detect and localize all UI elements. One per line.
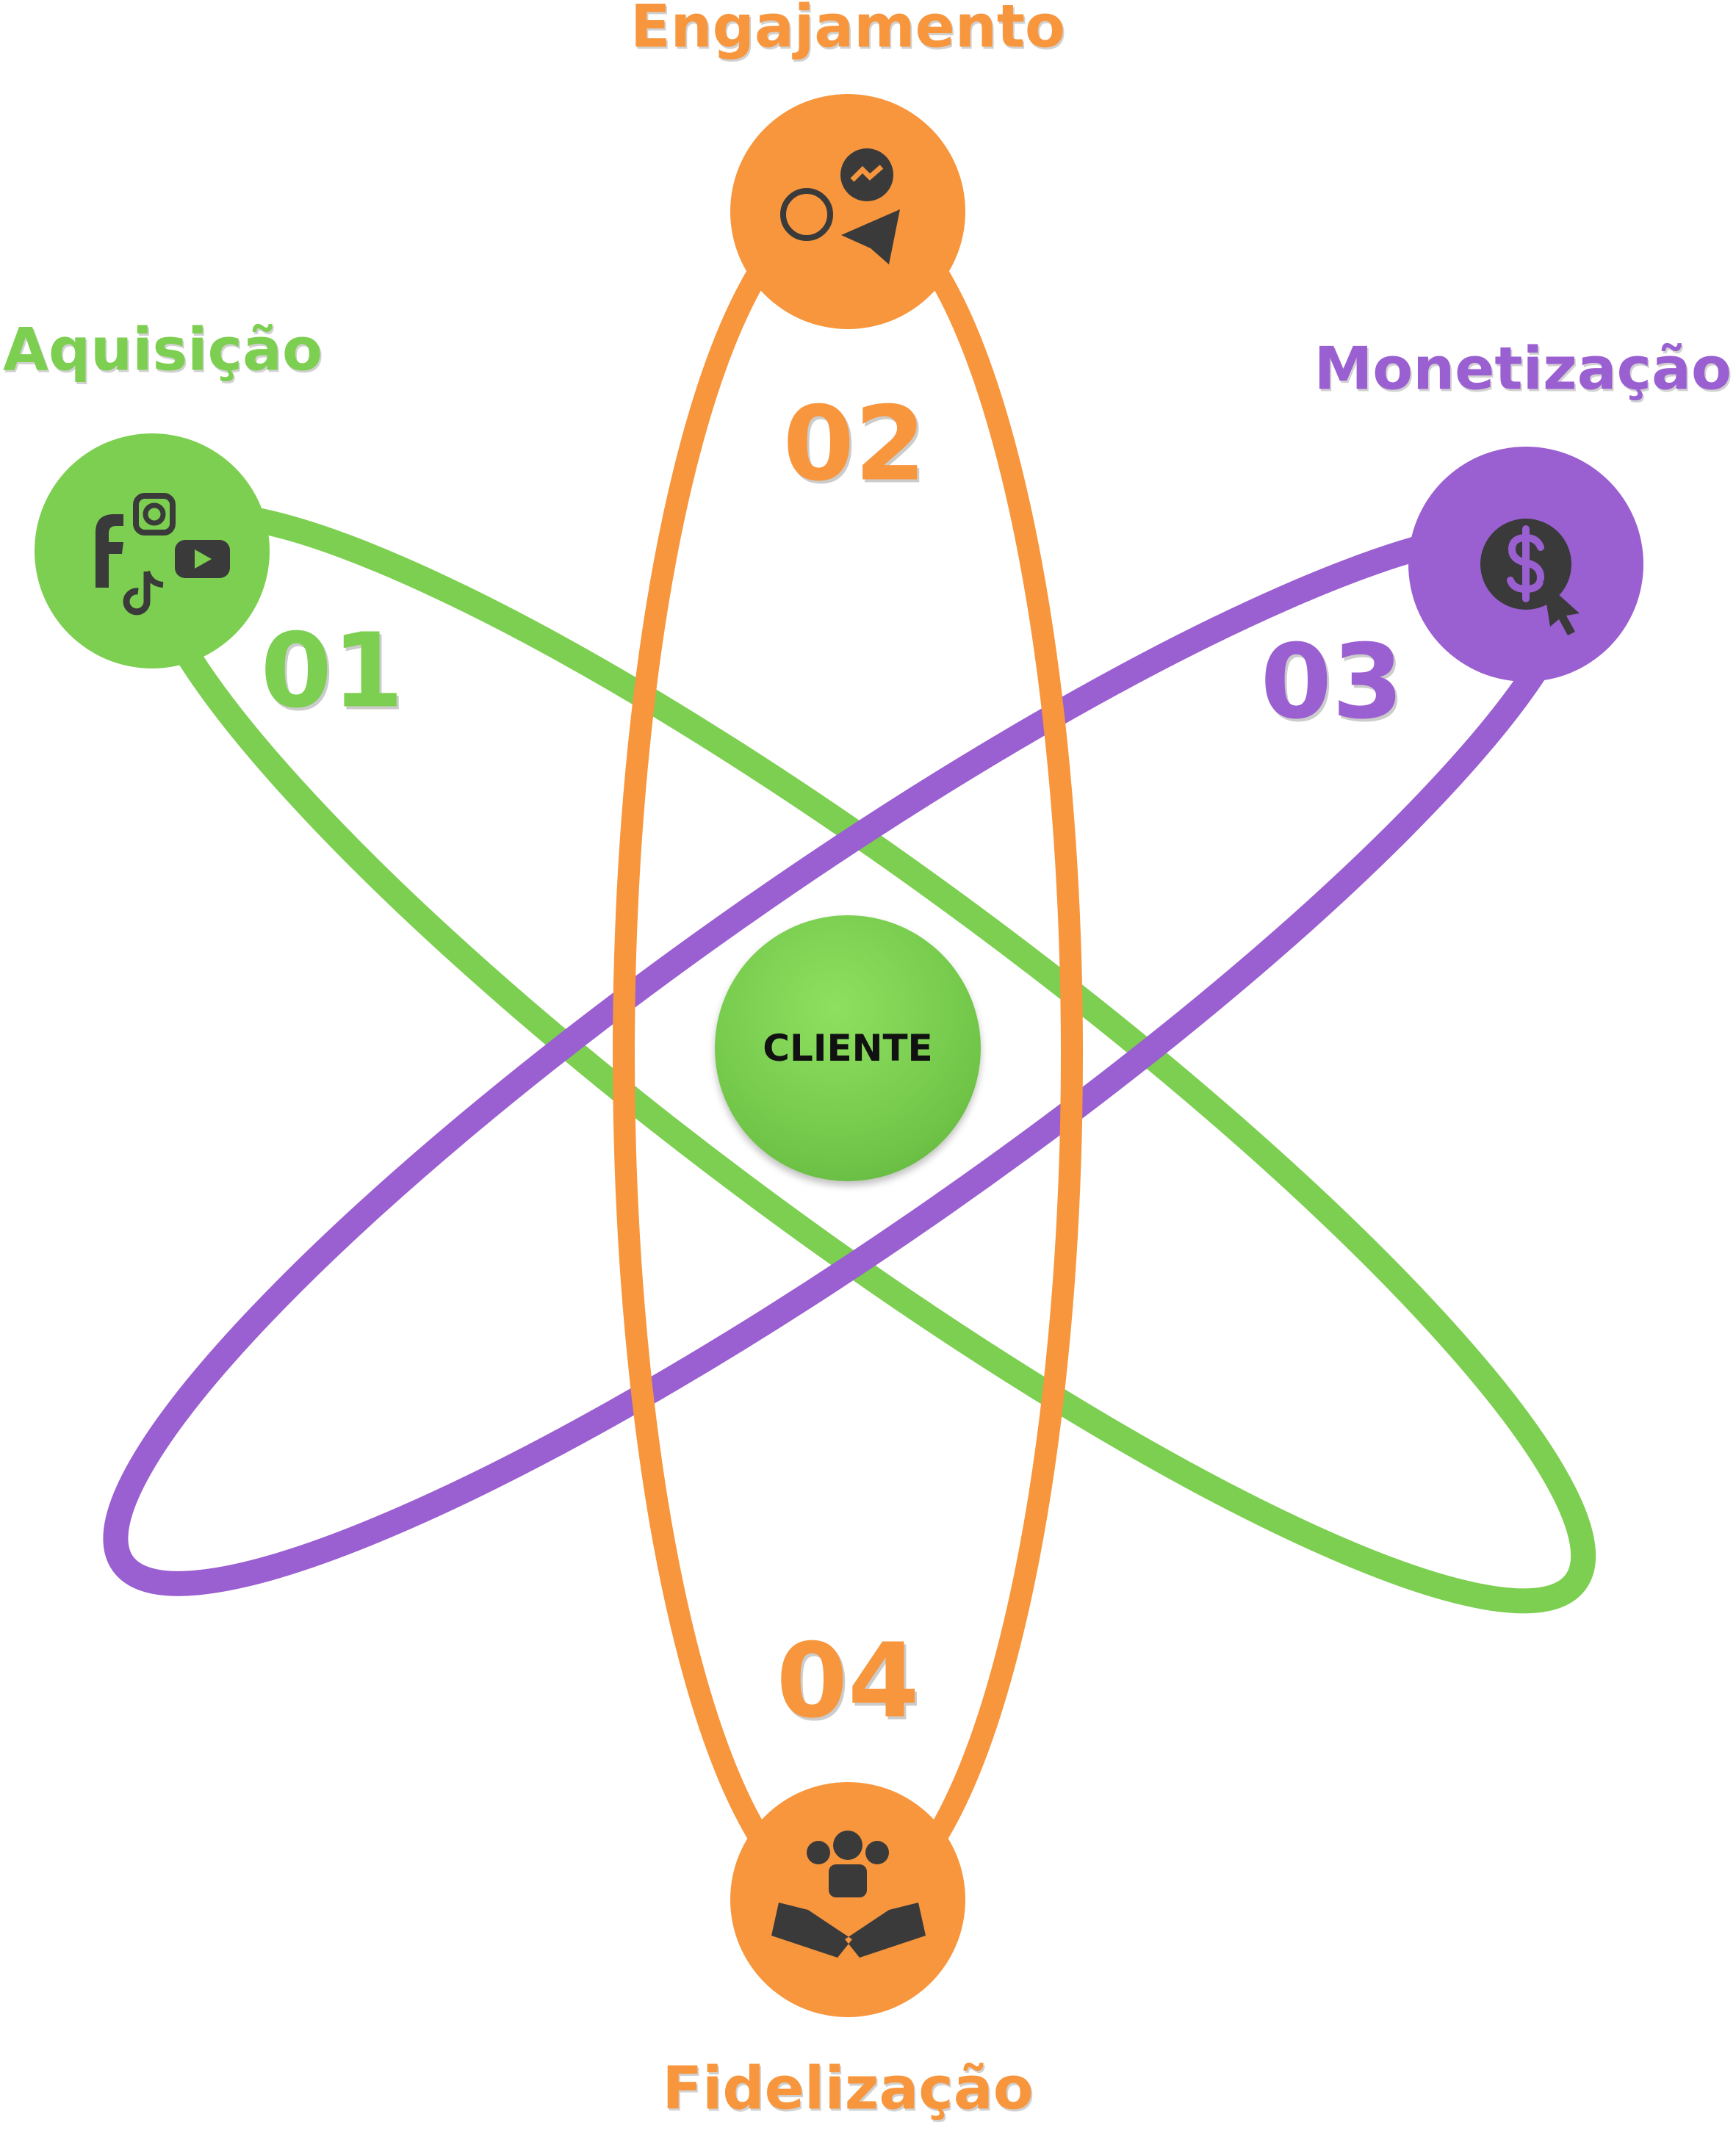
stage-title-aquisicao: Aquisição <box>3 315 323 384</box>
dollar-sign-icon <box>1507 525 1545 602</box>
telegram-icon <box>841 209 900 264</box>
stage-number-04: 04 <box>776 1621 920 1742</box>
stage-number-01: 01 <box>260 611 404 732</box>
stage-title-monetizacao: Monetização <box>1314 334 1732 403</box>
instagram-icon <box>133 493 176 536</box>
people-icon <box>807 1831 889 1897</box>
node-aquisicao <box>35 433 270 668</box>
stage-title-engajamento: Engajamento <box>630 0 1066 61</box>
node-engajamento <box>730 94 965 329</box>
node-monetizacao <box>1408 447 1643 682</box>
stage-title-fidelizacao: Fidelização <box>662 2054 1034 2123</box>
stage-number-02: 02 <box>782 384 926 505</box>
center-label: CLIENTE <box>763 1027 933 1070</box>
youtube-icon <box>175 540 230 578</box>
facebook-icon <box>96 514 123 588</box>
cursor-icon <box>1543 580 1580 635</box>
handshake-icon <box>771 1903 926 1958</box>
node-fidelizacao <box>730 1782 965 2017</box>
stage-number-03: 03 <box>1260 622 1404 743</box>
center-node: CLIENTE <box>715 915 981 1181</box>
tiktok-icon <box>123 570 164 616</box>
whatsapp-icon <box>780 188 833 241</box>
